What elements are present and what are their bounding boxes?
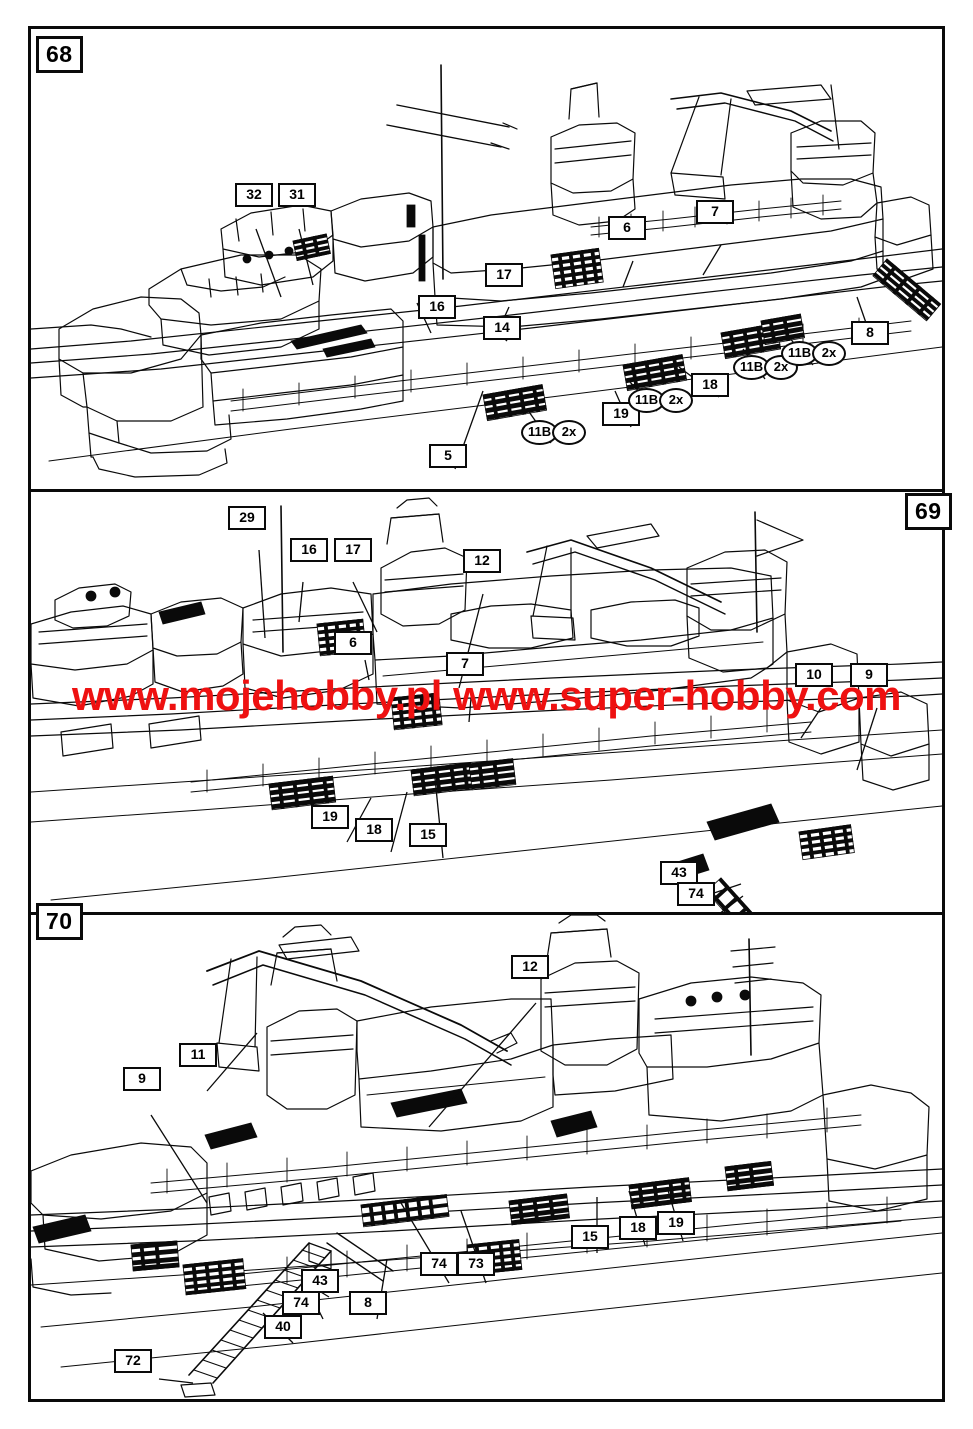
callout-69-10: 10 [795, 663, 833, 687]
callout-68-17: 17 [485, 263, 523, 287]
callout-68-14: 14 [483, 316, 521, 340]
callout-70-9: 9 [123, 1067, 161, 1091]
callout-70-11: 11 [179, 1043, 217, 1067]
callout-70-12: 12 [511, 955, 549, 979]
callout-70-73: 73 [457, 1252, 495, 1276]
callout-68-7: 7 [696, 200, 734, 224]
callout-69-43: 43 [660, 861, 698, 885]
callout-68-2x-d: 2x [812, 341, 846, 366]
step-badge-70: 70 [36, 903, 83, 940]
callout-68-5: 5 [429, 444, 467, 468]
callout-68-11b-d: 11B [781, 341, 819, 366]
callout-68-2x-b: 2x [659, 388, 693, 413]
callout-68-18: 18 [691, 373, 729, 397]
callout-70-8: 8 [349, 1291, 387, 1315]
panel-divider-69-70 [31, 912, 942, 915]
callout-69-12: 12 [463, 549, 501, 573]
callout-68-2x-c: 2x [764, 355, 798, 380]
callout-69-16: 16 [290, 538, 328, 562]
callout-70-72: 72 [114, 1349, 152, 1373]
callout-69-18: 18 [355, 818, 393, 842]
callout-69-74: 74 [677, 882, 715, 906]
callout-68-32: 32 [235, 183, 273, 207]
callout-70-15: 15 [571, 1225, 609, 1249]
callout-68-31: 31 [278, 183, 316, 207]
callout-68-11b-b: 11B [628, 388, 666, 413]
callout-70-19: 19 [657, 1211, 695, 1235]
sheet-outer-frame [28, 26, 945, 1402]
callout-70-40: 40 [264, 1315, 302, 1339]
callout-69-7: 7 [446, 652, 484, 676]
callout-69-9: 9 [850, 663, 888, 687]
step-badge-68: 68 [36, 36, 83, 73]
panel-70 [31, 915, 942, 1399]
callout-68-11b-a: 11B [521, 420, 559, 445]
callout-68-8: 8 [851, 321, 889, 345]
callout-69-15: 15 [409, 823, 447, 847]
callout-69-29: 29 [228, 506, 266, 530]
callout-68-2x-a: 2x [552, 420, 586, 445]
callout-68-16: 16 [418, 295, 456, 319]
callout-69-6: 6 [334, 631, 372, 655]
panel-divider-68-69 [31, 489, 942, 492]
callout-70-43: 43 [301, 1269, 339, 1293]
callout-70-74b: 74 [282, 1291, 320, 1315]
panel-68 [31, 29, 942, 489]
callout-70-18: 18 [619, 1216, 657, 1240]
callout-69-19: 19 [311, 805, 349, 829]
step-badge-69: 69 [905, 493, 952, 530]
callout-69-17: 17 [334, 538, 372, 562]
callout-68-11b-c: 11B [733, 355, 771, 380]
callout-68-6: 6 [608, 216, 646, 240]
callout-70-74a: 74 [420, 1252, 458, 1276]
